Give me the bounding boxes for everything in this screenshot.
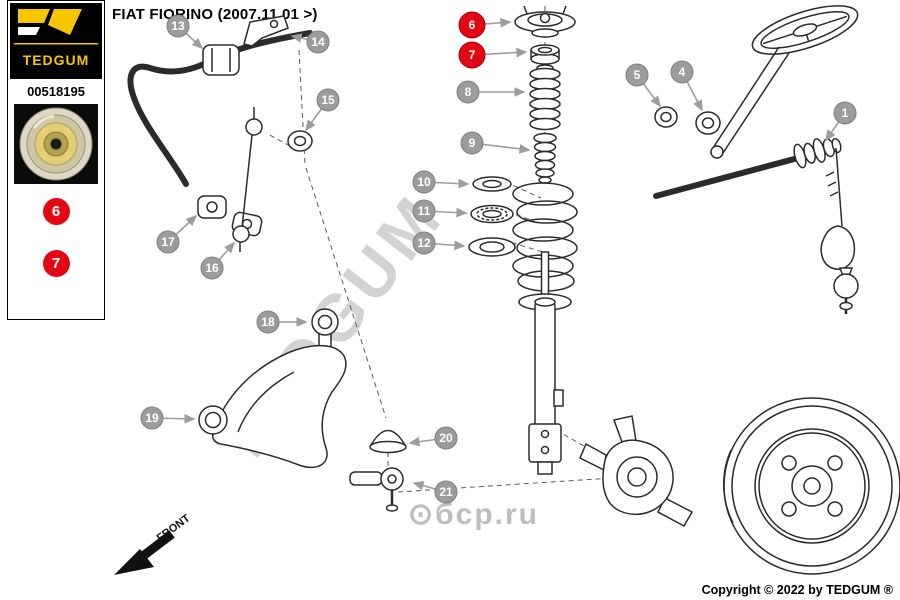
callout-circle-8	[456, 80, 480, 104]
control-arm	[198, 308, 347, 469]
stabilizer-bar	[127, 15, 313, 237]
callout-5: 5	[625, 63, 661, 108]
steering-knuckle	[579, 415, 694, 528]
ball-joint	[349, 429, 407, 512]
callout-9: 9	[460, 131, 531, 155]
callout-circle-5	[625, 63, 649, 87]
callout-circle-10	[412, 170, 436, 194]
spring-seat-parts	[468, 176, 516, 257]
callout-number-9: 9	[469, 136, 476, 150]
callout-circle-11	[412, 199, 436, 223]
callout-circle-19	[140, 406, 164, 430]
callout-circle-14	[306, 30, 330, 54]
callout-layer: 13 14 15 17 16 18 19 20 21 6 7 8 9 10 11 12 5 4 1	[140, 11, 857, 504]
callout-number-14: 14	[311, 35, 325, 49]
callout-number-17: 17	[161, 235, 175, 249]
tedgum-logo: TEDGUM	[10, 3, 102, 79]
callout-circle-9	[460, 131, 484, 155]
wheel	[723, 397, 900, 575]
callout-8: 8	[456, 80, 526, 104]
callout-number-18: 18	[261, 315, 275, 329]
callout-circle-7	[458, 41, 486, 69]
callout-number-10: 10	[417, 175, 431, 189]
callout-circle-12	[412, 231, 436, 255]
callout-7: 7	[458, 41, 528, 69]
callout-circle-21	[434, 480, 458, 504]
callout-circle-16	[200, 256, 224, 280]
callout-19: 19	[140, 406, 196, 430]
part-number: 00518195	[27, 84, 85, 99]
callout-number-13: 13	[171, 19, 185, 33]
dust-boot	[529, 64, 561, 131]
callout-number-1: 1	[842, 106, 849, 120]
highlight-badge-6: 6	[42, 198, 70, 225]
callout-number-19: 19	[145, 411, 159, 425]
callout-18: 18	[256, 310, 308, 334]
callout-circle-6	[458, 11, 486, 39]
logo-brand-text: TEDGUM	[23, 52, 90, 68]
callout-number-5: 5	[634, 68, 641, 82]
watermark-abcp: ⊙бcp.ru	[408, 498, 539, 531]
tie-rod-end	[820, 225, 856, 270]
callout-21: 21	[412, 480, 458, 504]
callout-circle-13	[166, 14, 190, 38]
steering-wheel	[751, 5, 859, 55]
callout-6: 6	[458, 11, 512, 39]
stabilizer-link	[232, 107, 313, 252]
product-panel: TEDGUM 00518195 6 7	[7, 0, 105, 320]
callout-number-7: 7	[469, 48, 476, 62]
rack-boot-1	[793, 137, 842, 169]
steering-assembly	[653, 5, 859, 314]
callout-17: 17	[156, 214, 198, 254]
callout-15: 15	[305, 88, 340, 132]
callout-circle-15	[316, 88, 340, 112]
callout-circle-20	[434, 426, 458, 450]
callout-number-16: 16	[205, 261, 219, 275]
logo-mark-icon	[18, 9, 50, 23]
front-direction-arrow: FRONT	[114, 512, 193, 575]
copyright-text: Copyright © 2022 by TEDGUM ®	[701, 583, 893, 597]
front-label: FRONT	[155, 512, 193, 544]
strut-body	[518, 251, 572, 475]
callout-14: 14	[290, 30, 330, 54]
callout-number-6: 6	[469, 18, 476, 32]
callout-10: 10	[412, 170, 470, 194]
callout-number-20: 20	[439, 431, 453, 445]
callout-4: 4	[670, 60, 703, 112]
callout-number-8: 8	[465, 85, 472, 99]
callout-number-21: 21	[439, 485, 453, 499]
callout-13: 13	[166, 14, 204, 50]
callout-number-11: 11	[418, 204, 431, 218]
bump-stop	[533, 132, 557, 184]
callout-number-4: 4	[679, 65, 686, 79]
callout-circle-1	[833, 101, 857, 125]
strut-bearing	[530, 44, 560, 65]
product-photo	[14, 104, 98, 184]
strut-top-mount	[514, 5, 576, 38]
highlight-badge-7: 7	[42, 250, 70, 277]
callout-circle-18	[256, 310, 280, 334]
callout-circle-17	[156, 230, 180, 254]
ball-joint-21	[380, 467, 404, 491]
callout-20: 20	[408, 426, 458, 450]
callout-16: 16	[200, 241, 236, 280]
stabilizer-bushing-13	[202, 44, 240, 76]
callout-1: 1	[825, 101, 857, 142]
callout-number-12: 12	[417, 236, 431, 250]
callout-number-15: 15	[321, 93, 335, 107]
callout-12: 12	[412, 231, 466, 255]
callout-11: 11	[412, 199, 468, 223]
callout-circle-4	[670, 60, 694, 84]
